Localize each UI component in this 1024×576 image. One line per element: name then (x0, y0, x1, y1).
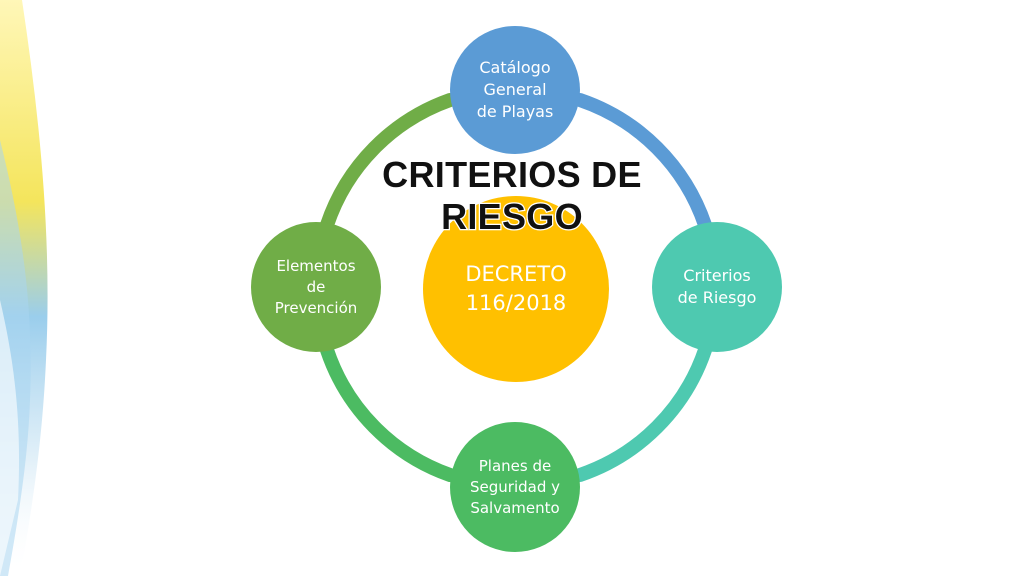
center-node-decreto: DECRETO 116/2018 (423, 196, 609, 382)
decorative-swoosh (0, 0, 48, 576)
node-criterios: Criterios de Riesgo (652, 222, 782, 352)
node-planes-label: Planes de Seguridad y Salvamento (470, 456, 560, 517)
node-elementos: Elementos de Prevención (251, 222, 381, 352)
ring-arc-top-right (573, 93, 712, 232)
ring-arc-right-bottom (573, 343, 712, 482)
node-planes: Planes de Seguridad y Salvamento (450, 422, 580, 552)
slide-title: CRITERIOS DE RIESGO (381, 153, 643, 239)
node-elementos-label: Elementos de Prevención (274, 256, 358, 317)
node-catalogo: Catálogo General de Playas (450, 26, 580, 154)
center-node-label: DECRETO 116/2018 (465, 262, 567, 315)
node-criterios-label: Criterios de Riesgo (677, 266, 757, 307)
node-catalogo-label: Catálogo General de Playas (476, 58, 554, 121)
ring-arc-left-top (320, 93, 457, 232)
ring-arc-bottom-left (320, 343, 457, 482)
